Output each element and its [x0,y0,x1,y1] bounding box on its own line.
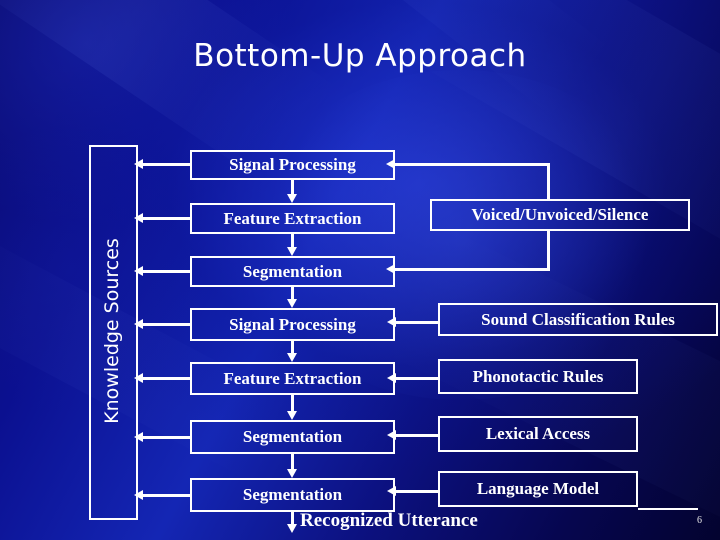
arrowhead-down-7 [287,524,297,533]
knowledge-sources-label: Knowledge Sources [100,237,123,424]
connector-voiced-down-horizontal [395,268,550,271]
connector-left-6 [143,436,190,439]
arrowhead-left-1 [134,159,143,169]
knowledge-box-lexical-access[interactable]: Lexical Access [438,416,638,452]
connector-v-7 [291,512,294,524]
connector-v-3 [291,287,294,299]
connector-left-3 [143,270,190,273]
knowledge-sources-frame [89,145,138,520]
arrowhead-down-2 [287,247,297,256]
connector-v-4 [291,341,294,353]
page-number: 6 [697,515,702,526]
connector-left-4 [143,323,190,326]
arrowhead-left-6 [134,432,143,442]
connector-left-7 [143,494,190,497]
connector-v-5 [291,395,294,411]
arrowhead-right-sound-rules [387,317,396,327]
knowledge-box-sound-classification-rules[interactable]: Sound Classification Rules [438,303,718,336]
pipeline-box-segmentation-1[interactable]: Segmentation [190,256,395,287]
pipeline-box-segmentation-2[interactable]: Segmentation [190,420,395,454]
connector-v-1 [291,180,294,194]
pipeline-box-segmentation-3[interactable]: Segmentation [190,478,395,512]
knowledge-box-phonotactic-rules[interactable]: Phonotactic Rules [438,359,638,394]
connector-top-feedback-vertical [547,163,550,200]
arrowhead-voiced-to-segmentation [386,264,395,274]
connector-left-5 [143,377,190,380]
connector-right-language-model [396,490,438,493]
arrowhead-down-5 [287,411,297,420]
pipeline-box-feature-extraction-2[interactable]: Feature Extraction [190,362,395,395]
connector-right-lexical [396,434,438,437]
output-recognized-utterance: Recognized Utterance [300,510,478,531]
knowledge-box-voiced-unvoiced-silence[interactable]: Voiced/Unvoiced/Silence [430,199,690,231]
slide-title: Bottom-Up Approach [193,38,527,74]
arrowhead-right-lexical [387,430,396,440]
connector-voiced-down-vertical [547,231,550,270]
knowledge-sources-label-wrap: Knowledge Sources [89,145,134,516]
arrowhead-down-4 [287,353,297,362]
arrowhead-left-4 [134,319,143,329]
connector-v-2 [291,234,294,247]
arrowhead-down-1 [287,194,297,203]
connector-top-feedback-horizontal [395,163,550,166]
arrowhead-top-feedback [386,159,395,169]
arrowhead-right-phonotactic [387,373,396,383]
connector-left-1 [143,163,190,166]
arrowhead-left-7 [134,490,143,500]
knowledge-box-language-model[interactable]: Language Model [438,471,638,507]
arrowhead-down-6 [287,469,297,478]
connector-v-6 [291,454,294,469]
pipeline-box-signal-processing-2[interactable]: Signal Processing [190,308,395,341]
arrowhead-left-3 [134,266,143,276]
connector-bottom-right-tail [638,508,698,510]
arrowhead-right-language-model [387,486,396,496]
arrowhead-down-3 [287,299,297,308]
pipeline-box-signal-processing-1[interactable]: Signal Processing [190,150,395,180]
pipeline-box-feature-extraction-1[interactable]: Feature Extraction [190,203,395,234]
background-glow-center [250,70,670,400]
connector-left-2 [143,217,190,220]
arrowhead-left-5 [134,373,143,383]
connector-right-sound-rules [396,321,438,324]
arrowhead-left-2 [134,213,143,223]
connector-right-phonotactic [396,377,438,380]
